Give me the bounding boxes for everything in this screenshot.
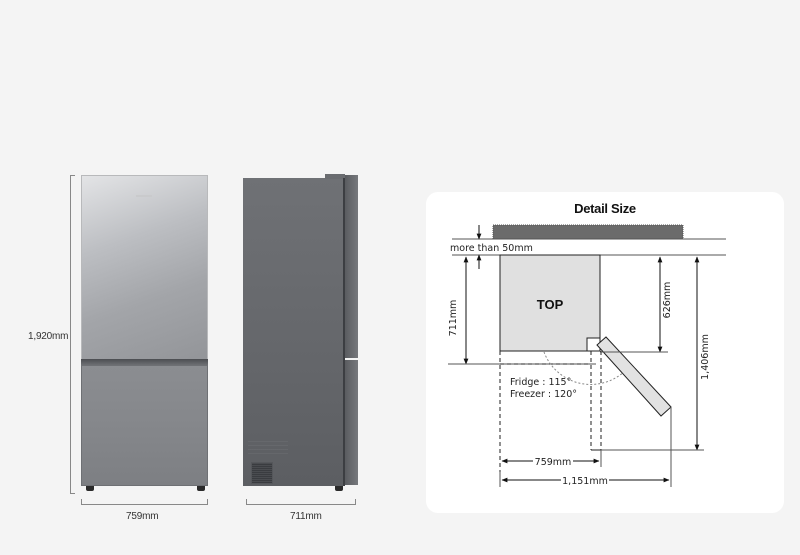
freezer-front-door <box>81 365 208 486</box>
brand-logo <box>136 195 152 197</box>
width-759-label: 759mm <box>535 457 572 468</box>
depth-1406-label: 1,406mm <box>700 334 711 380</box>
depth-tick-right <box>355 499 356 505</box>
door-handle-gap <box>81 359 208 365</box>
height-dimension-line <box>70 175 71 493</box>
freezer-door-side <box>345 360 358 485</box>
width-label: 759mm <box>126 511 159 522</box>
top-hinge <box>325 174 345 179</box>
compressor-vent <box>251 462 273 484</box>
width-dimension-line <box>81 504 208 505</box>
height-tick-bottom <box>70 493 75 494</box>
rear-panel-lines <box>248 440 288 454</box>
depth-dimension-line <box>246 504 356 505</box>
top-label: TOP <box>537 297 564 312</box>
depth-711-label: 711mm <box>448 300 459 337</box>
height-tick-top <box>70 175 75 176</box>
width-tick-right <box>207 499 208 505</box>
depth-tick-left <box>246 499 247 505</box>
wall-block <box>492 224 684 240</box>
freezer-angle-label: Freezer : 120° <box>510 389 577 400</box>
fridge-front-door <box>81 175 208 360</box>
card-title: Detail Size <box>574 201 636 216</box>
side-foot <box>335 486 343 491</box>
fridge-angle-label: Fridge : 115° <box>510 377 571 388</box>
height-label: 1,920mm <box>28 331 69 342</box>
width-1151-label: 1,151mm <box>562 476 608 487</box>
clearance-label: more than 50mm <box>450 243 533 254</box>
side-edge <box>343 178 345 486</box>
fridge-door-side <box>345 175 358 358</box>
depth-label: 711mm <box>290 511 322 522</box>
depth-626-label: 626mm <box>662 282 673 319</box>
fridge-side-body <box>243 178 343 486</box>
top-view-diagram: more than 50mm TOP 711mm Fridge : 115° F… <box>448 224 726 487</box>
width-tick-left <box>81 499 82 505</box>
front-foot-left <box>86 486 94 491</box>
front-foot-right <box>197 486 205 491</box>
fridge-top-box <box>499 254 601 352</box>
